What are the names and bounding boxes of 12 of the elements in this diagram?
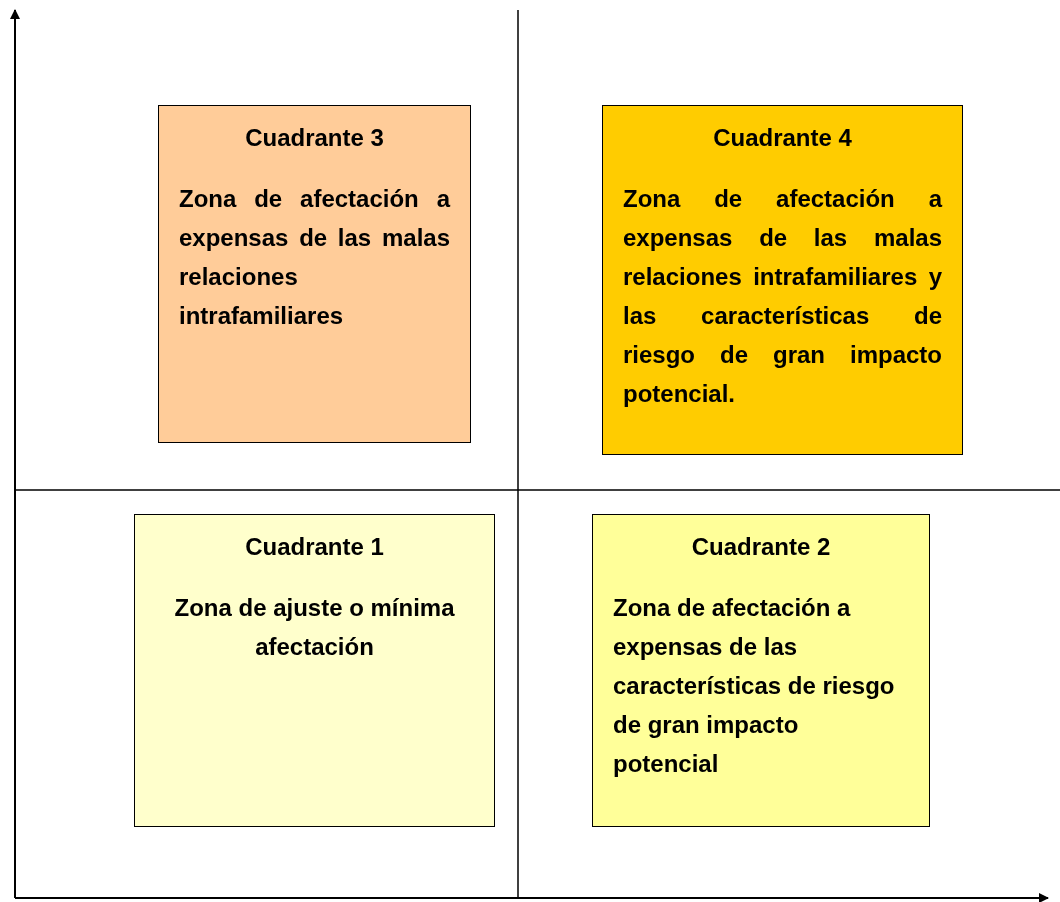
- quadrant-title: Cuadrante 2: [690, 532, 832, 562]
- quadrant-description: Zona de ajuste o mínima afectación: [173, 593, 456, 662]
- quadrant-description: Zona de afectación a expensas de las malas relaciones intrafamiliares: [179, 184, 450, 331]
- quadrant-title: Cuadrante 1: [244, 532, 385, 562]
- quadrant-title: Cuadrante 4: [712, 123, 853, 153]
- quadrant-description: Zona de afectación a expensas de las malas relaciones intrafamiliares y las características de riesgo de gran impacto potencial.: [623, 184, 942, 409]
- quadrant-box: [134, 514, 495, 827]
- quadrant-box: [158, 105, 471, 443]
- quadrant-title: Cuadrante 3: [244, 123, 385, 153]
- quadrant-description: Zona de afectación a expensas de las características de riesgo de gran impacto potencial: [613, 593, 896, 779]
- quadrant-box: [602, 105, 963, 455]
- quadrant-box: [592, 514, 930, 827]
